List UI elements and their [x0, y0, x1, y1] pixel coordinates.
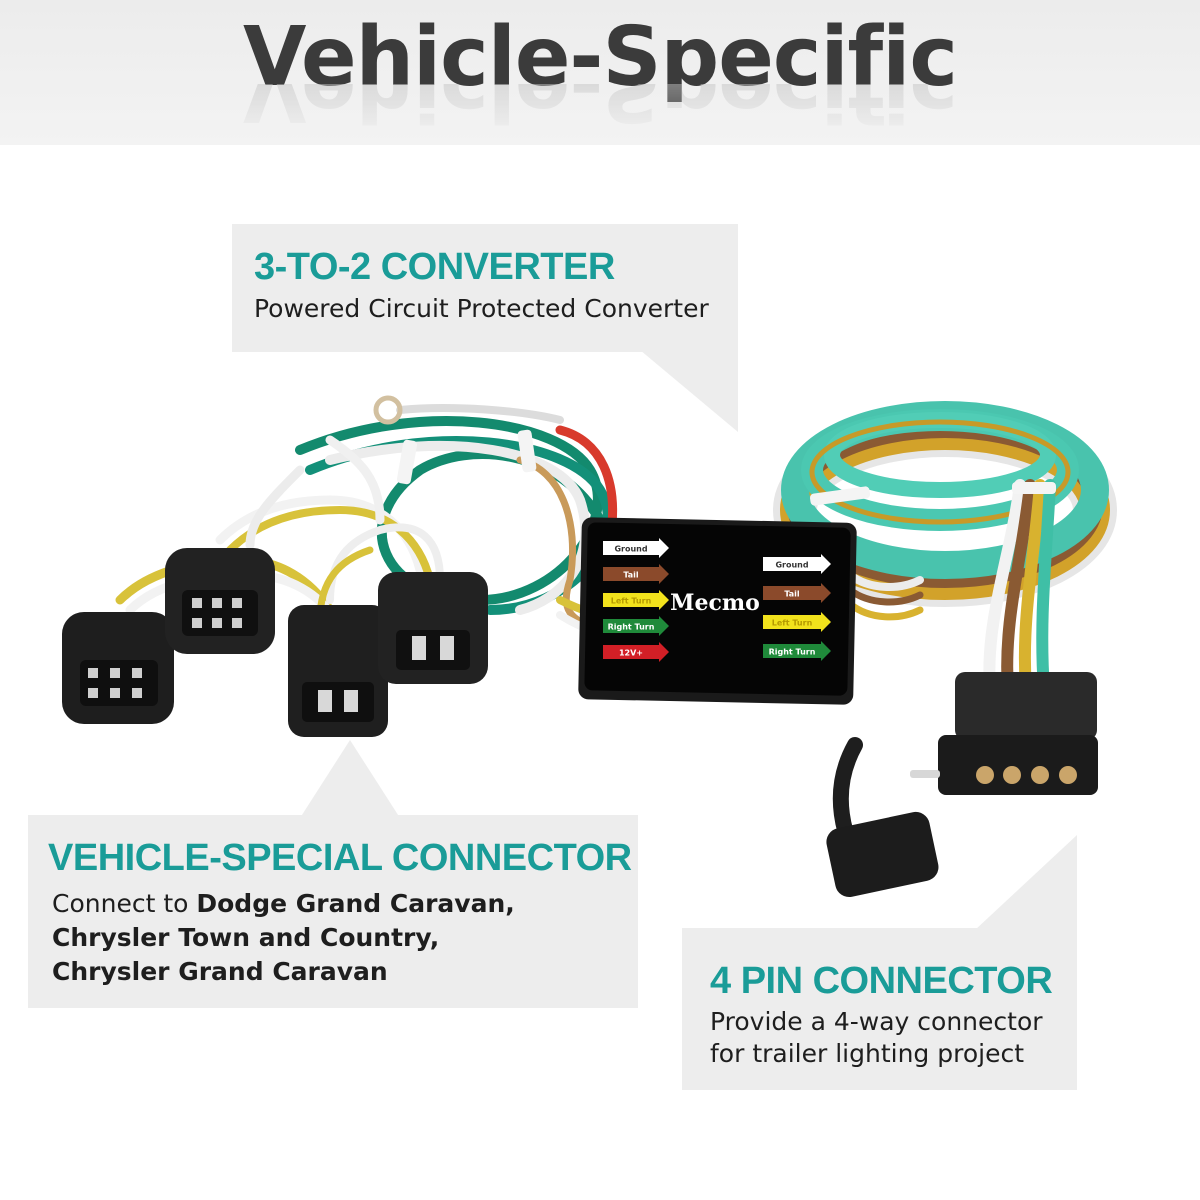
- module-right-label-2-text: Tail: [784, 590, 800, 599]
- four-pin-connector: [826, 672, 1098, 898]
- converter-callout-pointer: [640, 350, 738, 432]
- module-left-label-3: Left Turn: [603, 590, 669, 610]
- module-right-label-4: Right Turn: [763, 641, 831, 661]
- vehicle-special-description: Connect to Dodge Grand Caravan, Chrysler…: [52, 887, 515, 989]
- module-right-label-1: Ground: [763, 554, 831, 574]
- module-right-label-3: Left Turn: [763, 612, 831, 632]
- four-pin-description: Provide a 4-way connector for trailer li…: [710, 1006, 1043, 1070]
- four-pin-line-1: Provide a 4-way connector: [710, 1007, 1043, 1036]
- wire-to-4pin: [983, 479, 1056, 696]
- vehicle-special-callout-pointer: [300, 740, 400, 818]
- vehicle-special-callout: VEHICLE-SPECIAL CONNECTOR Connect to Dod…: [28, 815, 638, 1008]
- four-pin-line-2: for trailer lighting project: [710, 1039, 1025, 1068]
- vehicle-special-line-1-bold: Dodge Grand Caravan,: [196, 889, 515, 918]
- four-pin-heading: 4 PIN CONNECTOR: [710, 960, 1053, 1002]
- module-right-label-4-text: Right Turn: [769, 648, 816, 657]
- vehicle-connector-1: [62, 612, 174, 724]
- vehicle-connector-4: [378, 572, 488, 684]
- page-title: Vehicle-Specific: [243, 10, 958, 105]
- module-left-label-1: Ground: [603, 538, 669, 558]
- vehicle-connector-2: [165, 548, 275, 654]
- header-band: [0, 0, 1200, 145]
- vehicle-special-line-1: Connect to Dodge Grand Caravan,: [52, 887, 515, 921]
- module-left-label-4-text: Right Turn: [608, 623, 655, 632]
- vehicle-connector-3: [288, 605, 388, 737]
- module-right-label-3-text: Left Turn: [772, 619, 813, 628]
- four-pin-callout-pointer: [975, 835, 1077, 930]
- module-left-label-4: Right Turn: [603, 616, 669, 636]
- four-pin-callout: 4 PIN CONNECTOR Provide a 4-way connecto…: [682, 928, 1077, 1090]
- wire-coil-right: [773, 401, 1117, 607]
- converter-heading: 3-TO-2 CONVERTER: [254, 246, 615, 288]
- converter-description: Powered Circuit Protected Converter: [254, 294, 709, 323]
- module-brand-logo: Mecmo: [670, 590, 760, 616]
- converter-callout: 3-TO-2 CONVERTER Powered Circuit Protect…: [232, 224, 738, 352]
- module-left-label-5-text: 12V+: [619, 649, 643, 658]
- module-left-label-1-text: Ground: [614, 545, 647, 554]
- vehicle-special-heading: VEHICLE-SPECIAL CONNECTOR: [48, 837, 632, 879]
- vehicle-special-line-1-prefix: Connect to: [52, 889, 197, 918]
- module-right-label-2: Tail: [763, 583, 831, 603]
- vehicle-special-line-3-bold: Chrysler Grand Caravan: [52, 957, 388, 986]
- vehicle-special-line-2: Chrysler Town and Country,: [52, 921, 515, 955]
- module-left-label-2: Tail: [603, 564, 669, 584]
- vehicle-special-line-2-bold: Chrysler Town and Country,: [52, 923, 440, 952]
- module-left-label-5: 12V+: [603, 642, 669, 662]
- vehicle-connectors: [62, 548, 488, 737]
- module-left-label-3-text: Left Turn: [611, 597, 652, 606]
- vehicle-special-line-3: Chrysler Grand Caravan: [52, 955, 515, 989]
- module-left-label-2-text: Tail: [623, 571, 639, 580]
- cable-ties: [396, 429, 1056, 506]
- module-right-label-1-text: Ground: [775, 561, 808, 570]
